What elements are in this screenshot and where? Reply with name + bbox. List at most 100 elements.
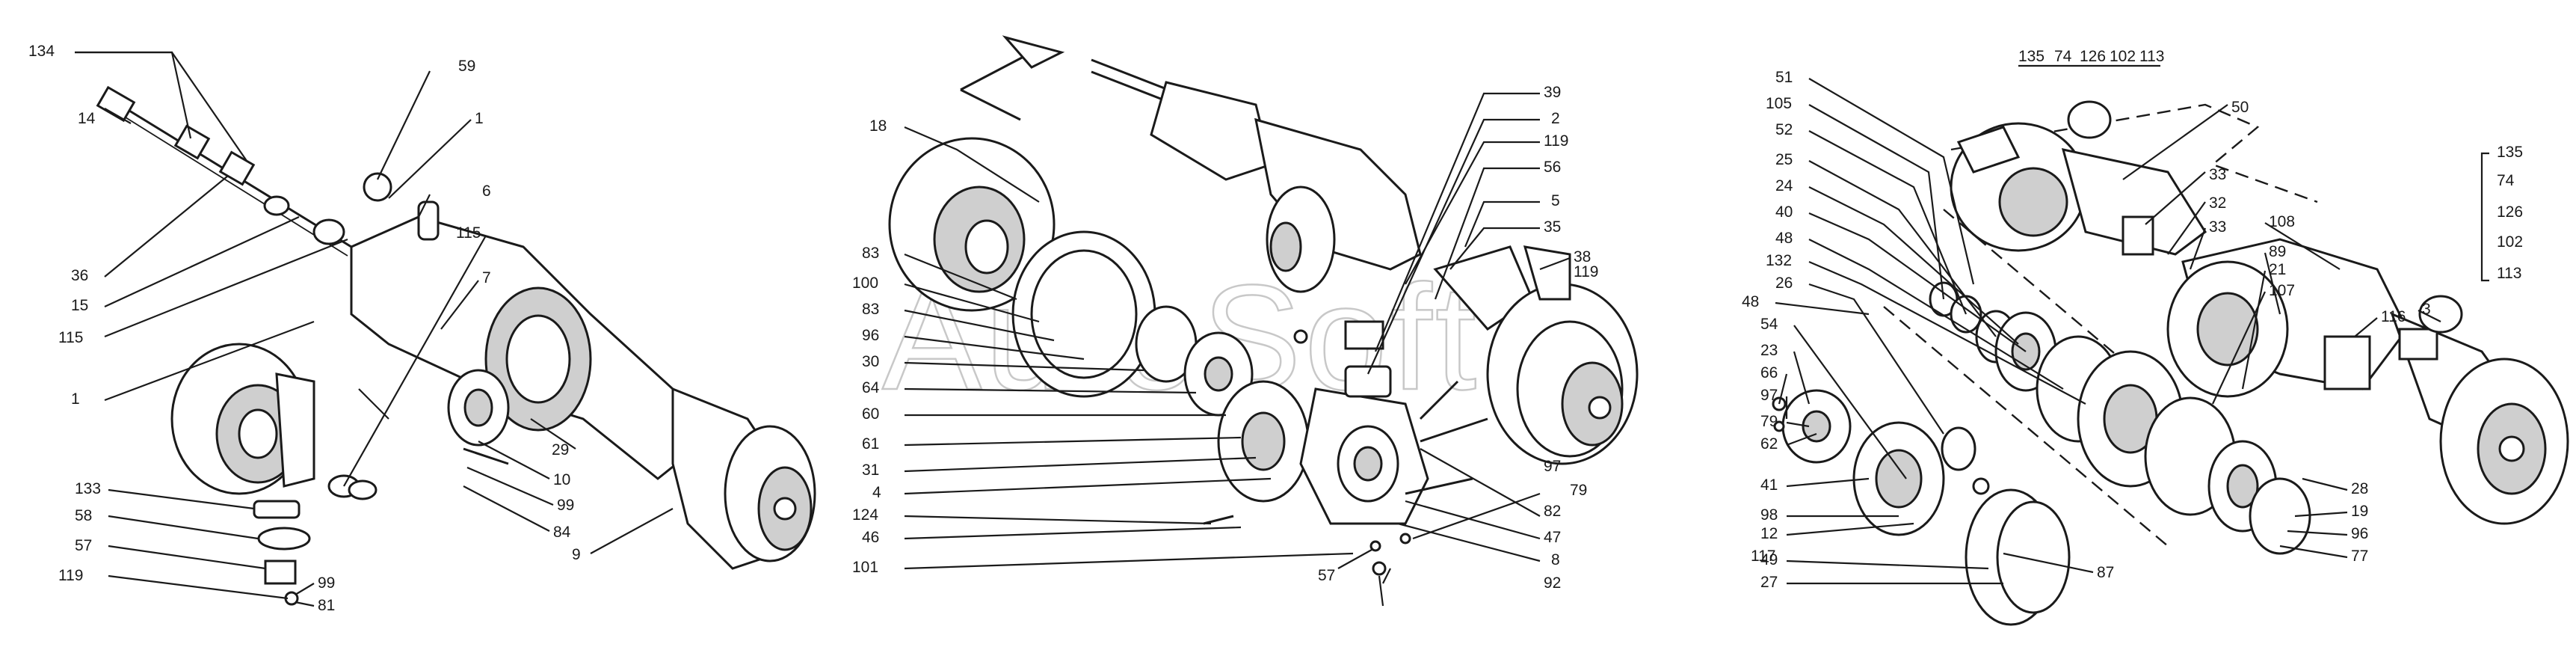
label: 57 (1318, 567, 1335, 584)
label: 6 (482, 183, 491, 200)
label: 52 (1775, 121, 1793, 138)
leader-lines-right (1775, 78, 2441, 585)
label: 83 (862, 301, 879, 318)
label: 99 (557, 497, 574, 514)
label: 132 (1766, 252, 1792, 269)
label: 57 (75, 537, 92, 554)
label: 58 (75, 507, 92, 524)
label: 124 (852, 506, 878, 524)
label: 133 (75, 480, 101, 497)
upper-housing (1950, 122, 2207, 256)
label: 60 (862, 405, 879, 423)
label: 2 (1551, 110, 1560, 127)
label: 119 (1574, 263, 1598, 280)
labels-middle: 18 83 100 83 96 30 64 60 61 31 4 124 46 … (852, 84, 1598, 592)
label: 59 (458, 58, 475, 75)
label: 119 (58, 567, 83, 584)
left-assembly: 134 14 59 1 6 36 15 115 115 7 1 29 10 99… (28, 43, 816, 614)
leader-lines-left (75, 51, 674, 607)
label: 81 (318, 597, 335, 614)
label: 33 (2209, 218, 2226, 236)
label: 96 (2351, 525, 2368, 542)
label: 83 (862, 245, 879, 262)
label: 79 (1760, 413, 1778, 430)
stack-side-label: 135 (2497, 144, 2523, 161)
label: 40 (1775, 203, 1793, 221)
label: 97 (1760, 387, 1778, 404)
upper-shaft (1091, 58, 1422, 293)
label: 41 (1760, 476, 1778, 494)
label: 100 (852, 275, 878, 292)
label: 29 (552, 441, 569, 459)
label: 117 (1751, 548, 1775, 565)
label: 97 (1544, 458, 1561, 475)
label: 15 (71, 297, 88, 314)
label: 49 (1760, 551, 1778, 568)
label: 26 (1775, 275, 1793, 292)
middle-assembly: 18 83 100 83 96 30 64 60 61 31 4 124 46 … (852, 35, 1639, 607)
label: 27 (1760, 574, 1778, 591)
caps (2067, 100, 2463, 334)
label: 14 (78, 110, 96, 127)
label: 24 (1775, 177, 1793, 194)
cardan-shaft (96, 85, 352, 257)
label: 119 (1544, 132, 1568, 150)
label: 54 (1760, 316, 1778, 333)
labels-left: 134 14 59 1 6 36 15 115 115 7 1 29 10 99… (28, 43, 581, 614)
label: 105 (1766, 95, 1792, 112)
label: 1 (71, 390, 80, 408)
label: 84 (553, 524, 571, 541)
label: 77 (2351, 548, 2368, 565)
label: 101 (852, 559, 878, 576)
label: 1 (475, 110, 484, 127)
label: 108 (2269, 213, 2295, 230)
stack-bracket (2480, 152, 2489, 282)
label: 21 (2269, 261, 2286, 278)
label: 134 (28, 43, 55, 60)
label: 79 (1570, 482, 1587, 499)
label: 115 (58, 329, 83, 346)
label: 96 (862, 327, 879, 344)
axle-housing (350, 215, 816, 570)
lower-hub-parts (1772, 389, 2071, 626)
label: 33 (2209, 166, 2226, 183)
dashed-boundary (1883, 103, 2318, 547)
label: 4 (872, 484, 881, 501)
label: 31 (862, 462, 879, 479)
label: 18 (869, 117, 887, 135)
rear-axle-housing (2166, 238, 2569, 525)
label: 12 (1760, 525, 1778, 542)
label: 19 (2351, 503, 2368, 520)
label: 89 (2269, 243, 2286, 260)
label: 87 (2097, 564, 2114, 581)
label: 28 (2351, 480, 2368, 497)
label: 115 (456, 224, 481, 242)
stack-top-label: 126 (2080, 48, 2106, 65)
label: 25 (1775, 151, 1793, 168)
labels-right: 51 105 52 25 24 40 48 132 48 26 54 23 66… (1742, 48, 2523, 591)
label: 47 (1544, 529, 1561, 546)
stack-top-label: 135 (2018, 48, 2045, 65)
stack-top-label: 74 (2054, 48, 2072, 65)
stack-side-label: 113 (2497, 265, 2521, 282)
label: 35 (1544, 218, 1561, 236)
label: 107 (2269, 282, 2295, 299)
label: 46 (862, 529, 879, 546)
label: 51 (1775, 69, 1793, 86)
label: 5 (1551, 192, 1560, 209)
label: 98 (1760, 506, 1778, 524)
label: 99 (318, 574, 335, 592)
label: 38 (1574, 248, 1591, 266)
small-parts-left (253, 172, 509, 606)
label: 50 (2231, 99, 2249, 116)
label: 30 (862, 353, 879, 370)
stack-side-label: 126 (2497, 203, 2523, 221)
label: 23 (1760, 342, 1778, 359)
label: 10 (553, 471, 570, 488)
label: 39 (1544, 84, 1561, 101)
label: 61 (862, 435, 879, 453)
label: 62 (1760, 435, 1778, 453)
wheel-hub-middle (1419, 245, 1639, 465)
small-parts-middle (1203, 329, 1488, 576)
